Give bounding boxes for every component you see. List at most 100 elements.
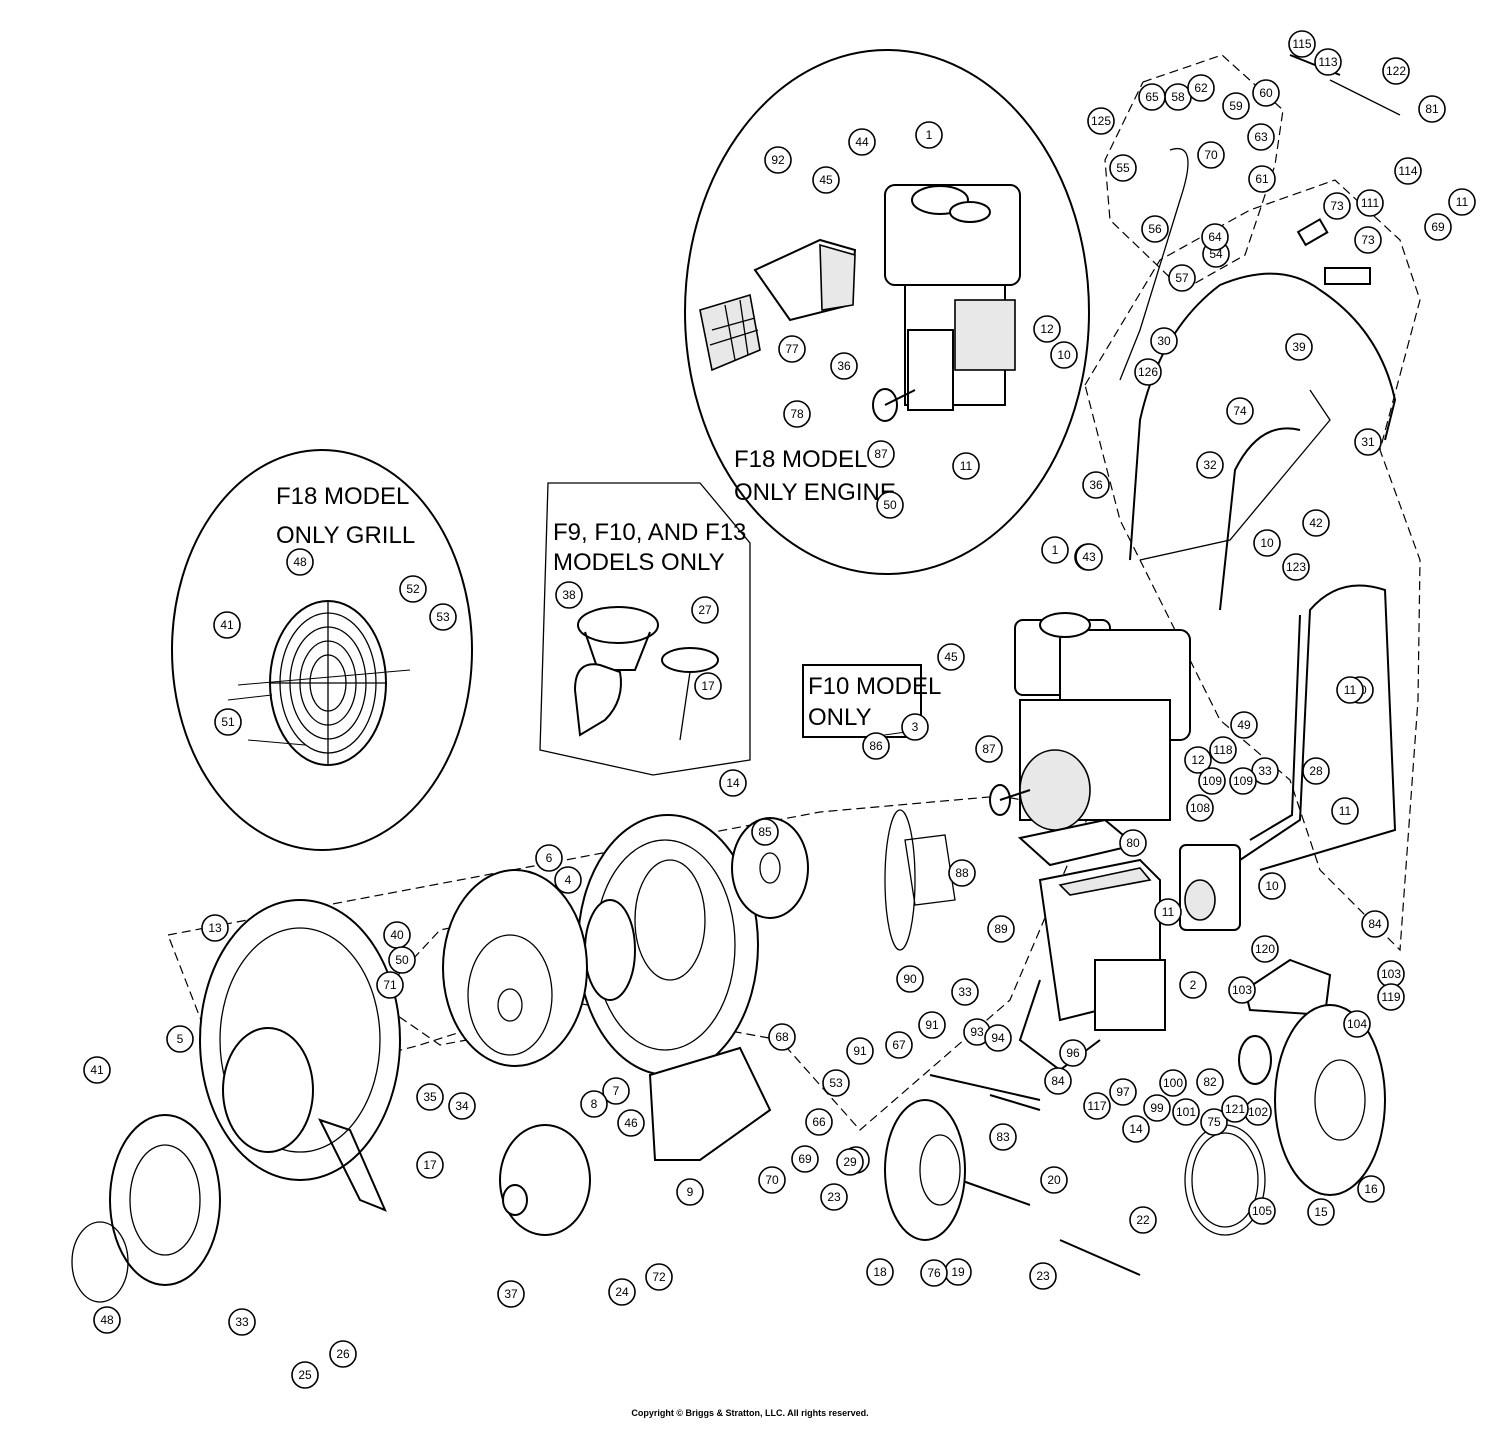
callout-69: 69 (791, 1145, 819, 1173)
callout-label: 117 (1087, 1099, 1106, 1113)
callout-126: 126 (1134, 358, 1162, 386)
callout-103: 103 (1377, 960, 1405, 988)
adapter-kit-outline (539, 482, 751, 776)
callout-label: 36 (1089, 478, 1103, 492)
callout-117: 117 (1083, 1092, 1111, 1120)
callout-28: 28 (1302, 757, 1330, 785)
callout-81: 81 (1418, 95, 1446, 123)
callout-label: 69 (798, 1152, 812, 1166)
callout-label: 5 (177, 1032, 184, 1046)
callout-label: 101 (1176, 1105, 1196, 1119)
callout-label: 119 (1381, 990, 1400, 1004)
callout-2: 2 (1179, 971, 1207, 999)
engine-inset-title-line1: F18 MODEL (734, 446, 867, 473)
adapter-box-title-line1: F9, F10, AND F13 (553, 519, 746, 546)
callout-52: 52 (399, 575, 427, 603)
callout-58: 58 (1164, 83, 1192, 111)
callout-93: 93 (963, 1018, 991, 1046)
callout-75: 75 (1200, 1108, 1228, 1136)
callout-label: 30 (1157, 334, 1171, 348)
callout-15: 15 (1307, 1198, 1335, 1226)
callout-label: 13 (208, 921, 222, 935)
callout-label: 1 (1052, 543, 1059, 557)
callout-34: 34 (448, 1092, 476, 1120)
callout-label: 41 (90, 1063, 104, 1077)
callout-label: 24 (615, 1285, 629, 1299)
callout-label: 11 (1339, 804, 1352, 818)
callout-label: 56 (1148, 222, 1162, 236)
callout-label: 96 (1066, 1046, 1080, 1060)
callout-44: 44 (848, 128, 876, 156)
callout-label: 118 (1213, 743, 1232, 757)
callout-label: 105 (1252, 1204, 1272, 1218)
throttle-control-outline (1104, 54, 1284, 291)
callout-label: 80 (1126, 836, 1140, 850)
callout-label: 93 (970, 1025, 984, 1039)
callout-label: 71 (383, 978, 397, 992)
callout-layer: 1132456789101010101111111111121213141415… (83, 30, 1476, 1389)
callout-113: 113 (1314, 48, 1342, 76)
callout-label: 92 (771, 153, 785, 167)
callout-36: 36 (830, 352, 858, 380)
fan-assembly-drawing (71, 814, 809, 1303)
callout-10: 10 (1258, 872, 1286, 900)
callout-label: 26 (336, 1347, 350, 1361)
callout-120: 120 (1251, 935, 1279, 963)
callout-label: 113 (1318, 55, 1337, 69)
callout-label: 53 (436, 610, 450, 624)
callout-label: 103 (1232, 983, 1252, 997)
callout-84: 84 (1361, 910, 1389, 938)
callout-label: 40 (390, 928, 404, 942)
callout-70: 70 (758, 1166, 786, 1194)
callout-label: 14 (726, 776, 740, 790)
callout-86: 86 (862, 732, 890, 760)
callout-label: 75 (1207, 1115, 1221, 1129)
callout-23: 23 (820, 1183, 848, 1211)
callout-50: 50 (388, 946, 416, 974)
frame-drawing (884, 272, 1397, 1276)
callout-label: 122 (1386, 64, 1406, 78)
callout-11: 11 (1448, 188, 1476, 216)
callout-label: 28 (1309, 764, 1323, 778)
callout-label: 2 (1190, 978, 1197, 992)
f10-box-title-line1: F10 MODEL (808, 673, 941, 700)
callout-label: 12 (1191, 753, 1205, 767)
callout-3: 3 (901, 713, 929, 741)
adapter-drawing (573, 606, 719, 741)
callout-11: 11 (1331, 797, 1359, 825)
callout-label: 59 (1229, 99, 1243, 113)
callout-label: 52 (406, 582, 420, 596)
callout-26: 26 (329, 1340, 357, 1368)
callout-label: 50 (395, 953, 409, 967)
callout-45: 45 (937, 643, 965, 671)
callout-61: 61 (1248, 165, 1276, 193)
callout-10: 10 (1253, 529, 1281, 557)
callout-14: 14 (719, 769, 747, 797)
callout-78: 78 (783, 400, 811, 428)
callout-16: 16 (1357, 1175, 1385, 1203)
callout-11: 11 (952, 452, 980, 480)
callout-1: 1 (915, 121, 943, 149)
callout-label: 104 (1347, 1017, 1367, 1031)
callout-101: 101 (1172, 1098, 1200, 1126)
callout-label: 10 (1057, 348, 1071, 362)
callout-label: 77 (785, 342, 799, 356)
callout-11: 11 (1154, 898, 1182, 926)
callout-label: 36 (837, 359, 851, 373)
callout-label: 53 (829, 1076, 843, 1090)
handle-outline (1084, 179, 1421, 952)
callout-60: 60 (1252, 79, 1280, 107)
callout-label: 83 (996, 1130, 1010, 1144)
callout-66: 66 (805, 1108, 833, 1136)
callout-label: 11 (1456, 195, 1469, 209)
callout-label: 109 (1202, 774, 1222, 788)
callout-11: 11 (1336, 676, 1364, 704)
callout-label: 69 (1431, 220, 1445, 234)
callout-label: 97 (1116, 1085, 1130, 1099)
callout-17: 17 (416, 1151, 444, 1179)
callout-label: 17 (423, 1158, 437, 1172)
callout-55: 55 (1109, 154, 1137, 182)
callout-label: 45 (944, 650, 958, 664)
callout-label: 11 (1344, 683, 1357, 697)
callout-label: 84 (1051, 1074, 1065, 1088)
